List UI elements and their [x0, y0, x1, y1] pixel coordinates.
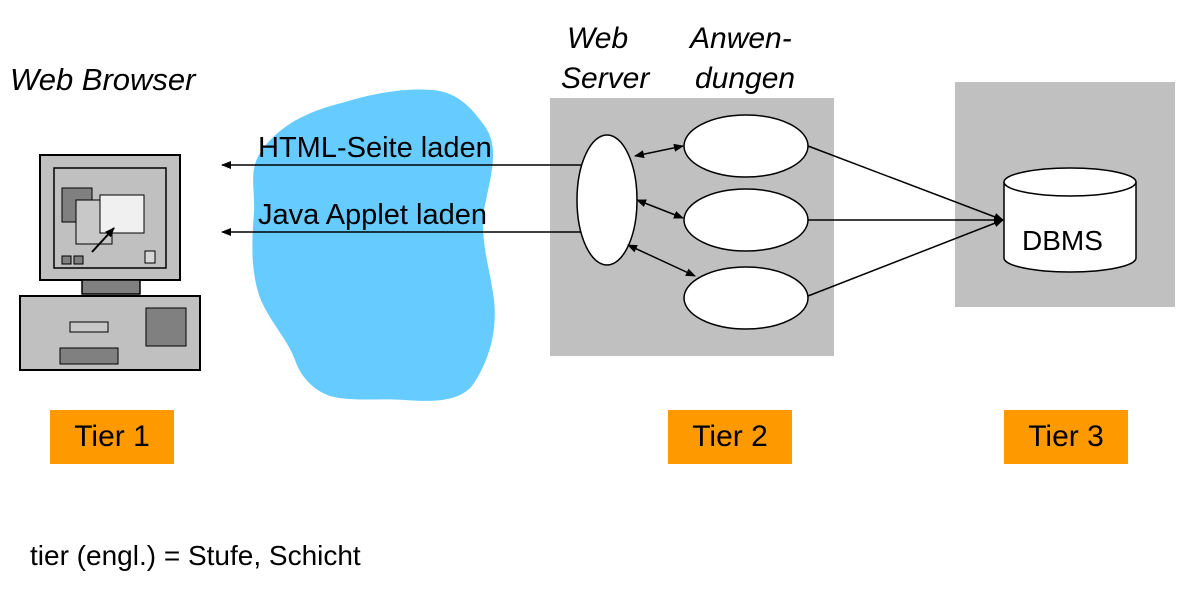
applications-title-line2: dungen	[695, 62, 795, 95]
application-node-3	[683, 266, 809, 330]
tier-definition-footnote: tier (engl.) = Stufe, Schicht	[30, 540, 361, 571]
app1-dbms-arrow	[807, 145, 1004, 221]
web-server-title-line2: Server	[561, 62, 650, 95]
tier-1-badge: Tier 1	[50, 410, 174, 464]
html-load-label: HTML-Seite laden	[258, 132, 492, 164]
computer-icon	[19, 154, 201, 371]
server-app1-arrow	[634, 143, 684, 159]
application-node-1	[683, 114, 809, 178]
app3-dbms-arrow	[807, 219, 1004, 297]
web-server-title-line1: Web	[567, 22, 628, 55]
application-node-2	[683, 188, 809, 252]
applications-title-line1: Anwen-	[688, 22, 792, 55]
dbms-label: DBMS	[1022, 225, 1103, 256]
database-cylinder-icon	[1003, 167, 1137, 273]
tier-2-badge: Tier 2	[668, 410, 792, 464]
applet-load-label: Java Applet laden	[258, 199, 487, 231]
tier-3-badge: Tier 3	[1004, 410, 1128, 464]
server-app2-arrow	[636, 199, 684, 219]
server-app3-arrow	[627, 244, 696, 277]
web-browser-title: Web Browser	[10, 62, 197, 97]
